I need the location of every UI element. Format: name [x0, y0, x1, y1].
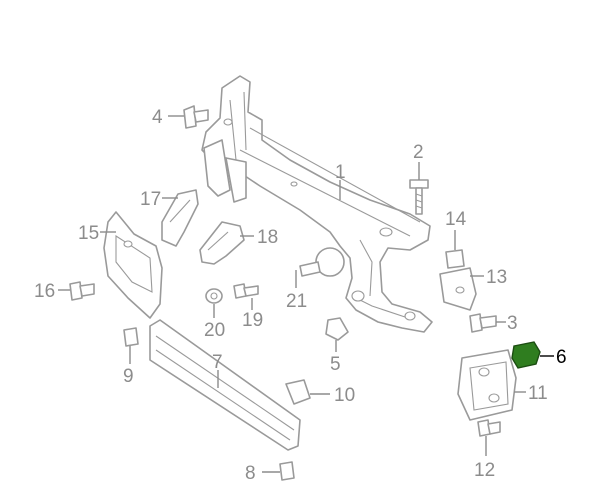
part-19-bolt — [233, 283, 259, 299]
callout-2: 2 — [413, 142, 424, 163]
part-9-bolt — [123, 327, 139, 347]
part-14-nut — [445, 249, 465, 269]
callout-19: 19 — [242, 310, 263, 331]
callout-17: 17 — [140, 189, 161, 210]
callout-labels: 1 2 3 4 5 6 7 8 9 10 11 12 13 14 15 16 1… — [34, 107, 567, 484]
callout-13: 13 — [486, 267, 507, 288]
part-3-bolt — [469, 313, 497, 333]
part-2-bolt — [409, 179, 429, 215]
part-8-bolt — [279, 461, 295, 481]
part-20-nut — [205, 288, 223, 304]
callout-3: 3 — [507, 313, 518, 334]
part-10-clip — [285, 379, 311, 405]
part-7-lower-rail — [149, 319, 301, 451]
part-17-bracket — [161, 189, 199, 247]
part-5-clip — [325, 317, 349, 341]
part-15-side-bracket — [103, 211, 163, 319]
callout-7: 7 — [212, 352, 223, 373]
callout-4: 4 — [152, 107, 163, 128]
part-12-bolt — [477, 419, 501, 437]
part-4-bolt — [183, 105, 209, 129]
callout-5: 5 — [330, 354, 341, 375]
part-11-bracket — [457, 349, 517, 421]
callout-16: 16 — [34, 281, 55, 302]
callout-9: 9 — [123, 366, 134, 387]
part-6-highlighted-nut — [511, 341, 541, 369]
callout-1: 1 — [335, 162, 346, 183]
part-18-bracket — [199, 221, 245, 265]
leader-lines — [58, 115, 554, 473]
callout-14: 14 — [445, 209, 467, 230]
callout-6: 6 — [556, 347, 567, 368]
callout-10: 10 — [334, 385, 355, 406]
callout-21: 21 — [286, 291, 307, 312]
callout-18: 18 — [257, 227, 278, 248]
callout-15: 15 — [78, 223, 99, 244]
part-13-bracket — [439, 267, 477, 311]
part-16-bolt — [69, 281, 95, 301]
callout-20: 20 — [204, 320, 225, 341]
callout-11: 11 — [528, 383, 548, 404]
callout-12: 12 — [474, 460, 495, 481]
part-21-mount — [299, 247, 345, 277]
callout-8: 8 — [245, 463, 256, 484]
part-1-front-crossmember — [201, 75, 433, 333]
